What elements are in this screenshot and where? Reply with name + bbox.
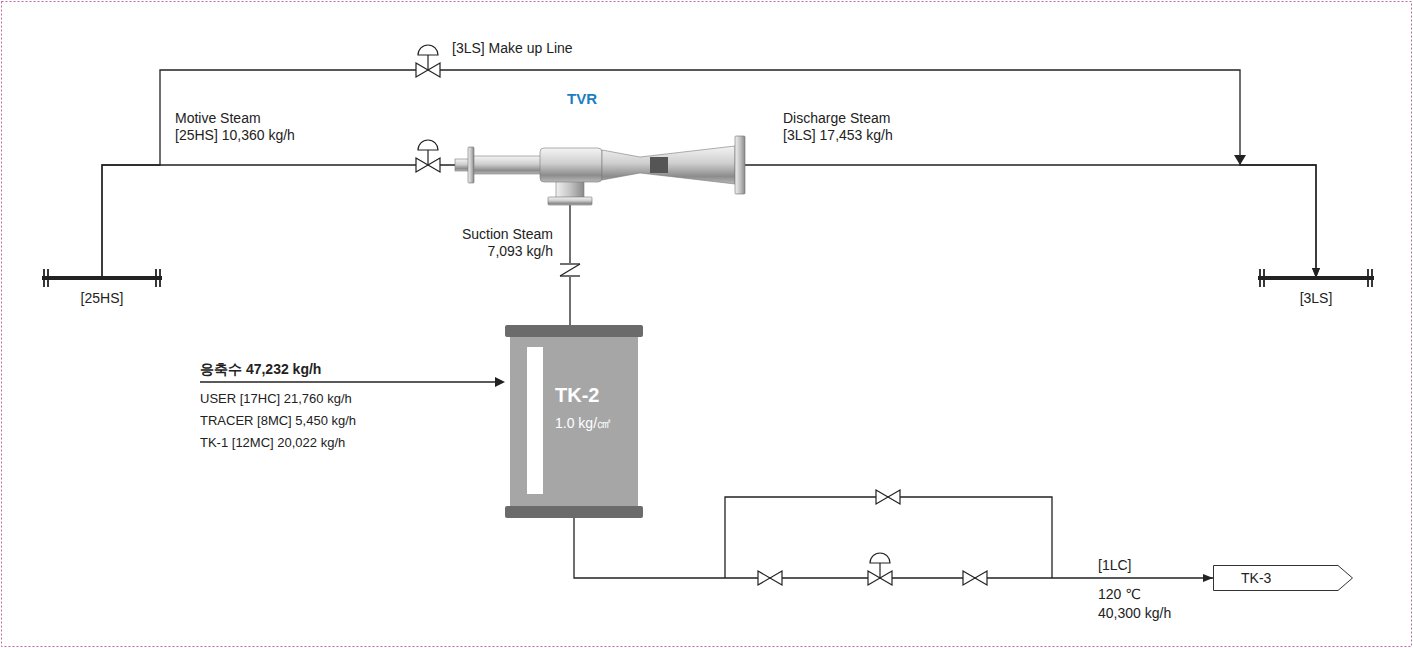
flow-label: Motive Steam [25HS] 10,360 kg/h [175,110,301,144]
flow-label: Discharge Steam [3LS] 17,453 kg/h [783,110,898,144]
flow-label: [1LC] [1098,557,1131,574]
header-symbol [1258,269,1374,287]
check-valve-ground [559,263,581,277]
gate-valve [758,571,782,585]
ejector-unit: TVR [455,88,745,205]
text-box: [3LS] [1258,278,1374,307]
node-title: TK-3 [1241,565,1335,591]
header-cap [43,269,45,287]
ejector-part [468,147,474,183]
connector-group [102,70,1316,578]
header-cap [159,269,161,287]
gate-valve [963,571,987,585]
tag-shape [1213,565,1353,591]
stream-note: TK-1 [12MC] 20,022 kg/h [200,434,345,451]
text-box: TK-3 [1213,565,1353,591]
header-cap [47,269,49,287]
flash-tank: TK-2 1.0 kg/㎠ [505,325,643,518]
tag-outline [1214,566,1353,591]
header-cap [1367,269,1369,287]
ejector-part [548,197,592,205]
stream-note: 40,300 kg/h [1098,605,1171,622]
header-bar [1258,276,1374,280]
tank-body [510,337,638,506]
level-gauge [527,347,543,494]
ejector-part [650,157,668,173]
ejector-part [540,148,602,182]
check-valve-symbol [560,275,580,276]
flow-label: [3LS] Make up Line [452,40,573,57]
check-valve-symbol [560,263,580,264]
header-symbol [42,269,162,287]
node-title: [25HS] [42,290,162,307]
text-box: [25HS] [42,278,162,307]
header-bar [42,276,162,280]
ejector-part [602,146,735,184]
steam-header: [3LS] [1258,278,1374,314]
control-valve [416,45,440,77]
text-box: TK-2 1.0 kg/㎠ [505,325,643,432]
tank-cap [505,325,643,337]
steam-header: [25HS] [42,278,162,314]
text-box: TVR [455,88,745,107]
control-valve [868,553,892,585]
inlet-line [200,381,497,382]
node-title: TVR [567,90,745,107]
pipe-connector [102,70,1316,278]
header-cap [1259,269,1261,287]
junction-arrow [1234,155,1246,165]
header-cap [1371,269,1373,287]
ejector-part [735,136,745,194]
stream-note: TRACER [8MC] 5,450 kg/h [200,412,356,429]
check-valve-symbol [560,264,580,276]
node-title: TK-2 [555,383,637,407]
pipe-connector [102,165,455,278]
node-title: [3LS] [1258,290,1374,307]
header-cap [155,269,157,287]
gate-valve [876,490,900,504]
control-valve [416,140,440,172]
pipe-connector [574,518,1213,578]
header-cap [1263,269,1265,287]
stream-note: 120 ℃ [1098,586,1141,603]
tank-cap [505,506,643,518]
flow-label: Suction Steam 7,093 kg/h [448,226,553,260]
destination-tag: TK-3 [1213,565,1353,591]
inlet-arrow [495,377,505,387]
stream-heading: 응축수 47,232 kg/h [200,361,321,378]
ejector-part [474,156,544,174]
ejector-illustration [455,136,745,205]
stream-note: USER [17HC] 21,760 kg/h [200,390,352,407]
bypass-line [725,497,1052,578]
pipe-connector [745,165,1316,278]
node-note: 1.0 kg/㎠ [555,415,637,432]
